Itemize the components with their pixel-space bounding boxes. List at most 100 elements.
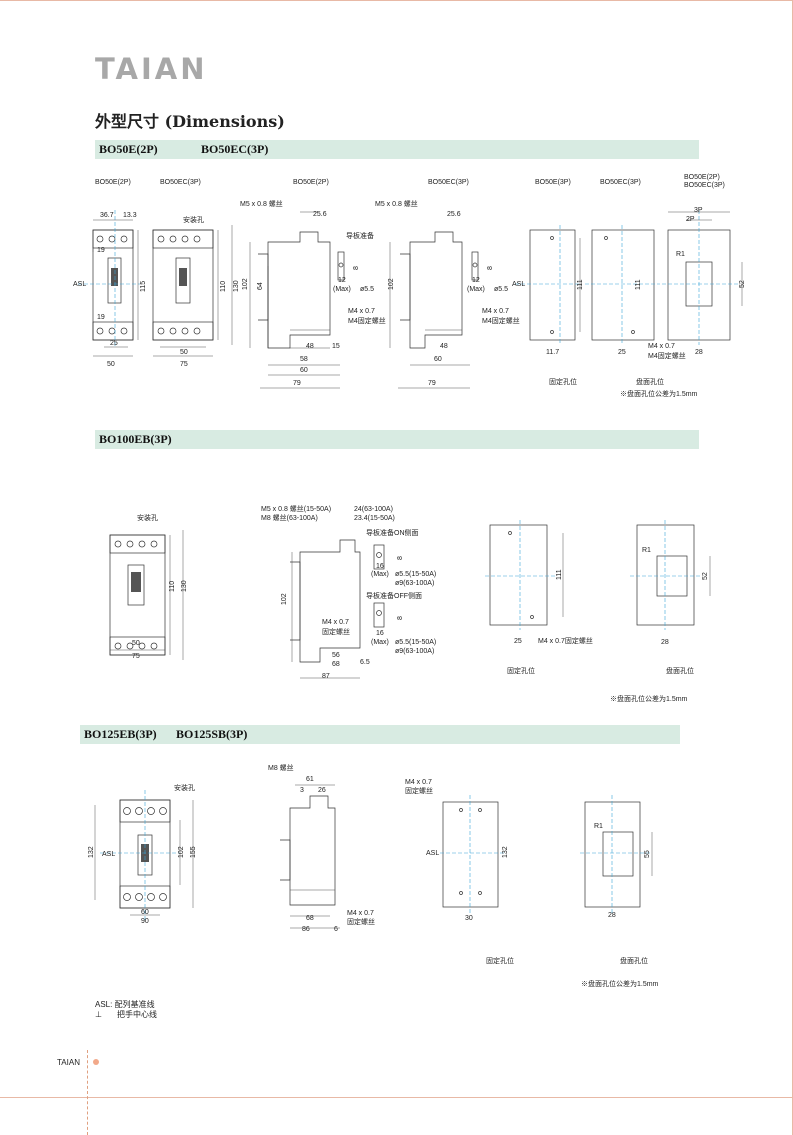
brand-logo: TAIAN <box>95 52 208 86</box>
dim-60-3p: 60 <box>434 356 442 363</box>
mount-position-bo125 <box>440 795 505 915</box>
asl-label-2: ASL <box>512 281 525 288</box>
label-panel-pos-1: 盘面孔位 <box>636 377 664 386</box>
dim-102-bo125: 102 <box>178 846 185 858</box>
label-fixed-pos-3: 固定孔位 <box>486 956 514 965</box>
dim-58: 58 <box>300 356 308 363</box>
dim-130: 130 <box>233 280 240 292</box>
label-panel-1: BO50E(2P) <box>684 174 720 181</box>
dim-16-off: 16 <box>376 630 384 637</box>
dim-102-bo100: 102 <box>281 593 288 605</box>
label-m4-mount-a: M4 x 0.7 <box>648 343 675 350</box>
hole-off-a: ø5.5(15-50A) <box>395 639 436 646</box>
dim-50: 50 <box>107 361 115 368</box>
dim-max-2p: (Max) <box>333 286 351 293</box>
dim-60-bo125: 60 <box>141 909 149 916</box>
label-m4-3p-a: M4 x 0.7 <box>482 308 509 315</box>
dim-13-3: 13.3 <box>123 212 137 219</box>
dim-28-1: 28 <box>695 349 703 356</box>
dim-90: 90 <box>141 918 149 925</box>
label-mount-2p: BO50E(3P) <box>535 179 571 186</box>
dim-max-3p: (Max) <box>467 286 485 293</box>
label-side-2p: BO50E(2P) <box>293 179 329 186</box>
label-mount-3p: BO50EC(3P) <box>600 179 641 186</box>
panel-cutout-bo125 <box>580 795 653 915</box>
section3-drawings: .l{stroke:#333;stroke-width:0.7;fill:non… <box>88 763 659 988</box>
front-view-3p <box>152 225 233 357</box>
dim-102-2p: 102 <box>242 278 249 290</box>
dim-110-bo100: 110 <box>169 581 176 592</box>
footer-brand: TAIAN <box>57 1058 80 1067</box>
dim-8-2p: 8 <box>353 266 360 270</box>
side-view-bo100 <box>290 539 385 679</box>
panel-cutout-bo100 <box>630 520 711 630</box>
dim-25-6-3p: 25.6 <box>447 211 461 218</box>
hole-on-b: ø9(63-100A) <box>395 580 434 587</box>
dim-11-7: 11.7 <box>546 349 559 356</box>
dim-87: 87 <box>322 673 330 680</box>
label-m4-bo100-b: 固定螺丝 <box>322 627 350 636</box>
dim-max-on: (Max) <box>371 571 389 578</box>
hole-off-b: ø9(63-100A) <box>395 648 434 655</box>
dim-12-3p: 12 <box>472 277 480 284</box>
dim-111-2: 111 <box>635 279 642 290</box>
band-label-bo50e: BO50E(2P) <box>99 142 158 156</box>
dim-68-bo125: 68 <box>306 915 314 922</box>
asl-label-1: ASL <box>73 281 86 288</box>
dim-25-bo100: 25 <box>514 638 522 645</box>
legend-handle: 把手中心线 <box>117 1010 157 1019</box>
label-fixed-pos-1: 固定孔位 <box>549 377 577 386</box>
asl-label-4: ASL <box>426 850 439 857</box>
band-label-bo50ec: BO50EC(3P) <box>201 142 269 156</box>
band-label-bo125sb: BO125SB(3P) <box>176 727 248 741</box>
dim-28-bo125: 28 <box>608 912 616 919</box>
label-rail-2p: 导板准备 <box>346 231 374 240</box>
front-view-bo100 <box>109 530 184 660</box>
dim-19-top: 19 <box>97 247 105 254</box>
mount-position-2 <box>585 225 660 345</box>
note-tolerance-2: ※盘面孔位公差为1.5mm <box>610 694 688 703</box>
dim-52-bo100: 52 <box>702 572 709 580</box>
handle-center-icon: ⊥ <box>95 1010 102 1019</box>
label-m4-2p-b: M4固定螺丝 <box>348 316 386 325</box>
label-rail-off: 导板准备OFF侧面 <box>366 591 422 600</box>
dim-52-1: 52 <box>739 280 746 288</box>
front-view-bo125 <box>94 790 194 920</box>
label-m4-mount-b: M4固定螺丝 <box>648 351 686 360</box>
dim-36-7: 36.7 <box>100 212 114 219</box>
dim-48-3p: 48 <box>440 343 448 350</box>
dim-8-3p: 8 <box>487 266 494 270</box>
dim-132-front: 132 <box>88 846 95 858</box>
label-install-hole-1: 安装孔 <box>183 215 204 224</box>
dim-3p: 3P <box>694 207 703 214</box>
label-m4-bo125-a: M4 x 0.7 <box>405 779 432 786</box>
dim-64-2p: 64 <box>257 282 264 290</box>
mount-position-1 <box>515 225 581 345</box>
dim-61: 61 <box>306 776 314 783</box>
page-title: 外型尺寸 (Dimensions) <box>95 112 285 131</box>
dim-111-1: 111 <box>577 279 584 290</box>
side-view-3p <box>389 231 479 389</box>
label-m4-bo125-side-b: 固定螺丝 <box>347 917 375 926</box>
label-screw-m5-3p: M5 x 0.8 螺丝 <box>375 199 418 208</box>
section1-drawings: .l{stroke:#333;stroke-width:0.7;fill:non… <box>73 174 746 398</box>
note-tolerance-1: ※盘面孔位公差为1.5mm <box>620 389 698 398</box>
dim-6-5: 6.5 <box>360 659 370 666</box>
label-m4-fixed-bo100: M4 x 0.7固定螺丝 <box>538 636 593 645</box>
dim-130-bo100: 130 <box>181 580 188 592</box>
dim-86: 86 <box>302 926 310 933</box>
bottom-border <box>0 1097 793 1098</box>
dim-max-off: (Max) <box>371 639 389 646</box>
label-panel-pos-3: 盘面孔位 <box>620 956 648 965</box>
legend: ASL: 配列基准线 ⊥把手中心线 <box>95 1000 157 1020</box>
label-side-3p: BO50EC(3P) <box>428 179 469 186</box>
panel-cutout-1 <box>662 210 743 345</box>
dim-55-bo125: 55 <box>644 850 651 858</box>
dim-155: 155 <box>190 846 197 858</box>
dim-111-bo100: 111 <box>556 569 563 580</box>
dim-26: 26 <box>318 787 326 794</box>
dim-r1-bo125: R1 <box>594 823 603 830</box>
dim-5-5-3p: ø5.5 <box>494 286 508 293</box>
dim-75-bo100: 75 <box>132 653 140 660</box>
label-m4-bo100-a: M4 x 0.7 <box>322 619 349 626</box>
